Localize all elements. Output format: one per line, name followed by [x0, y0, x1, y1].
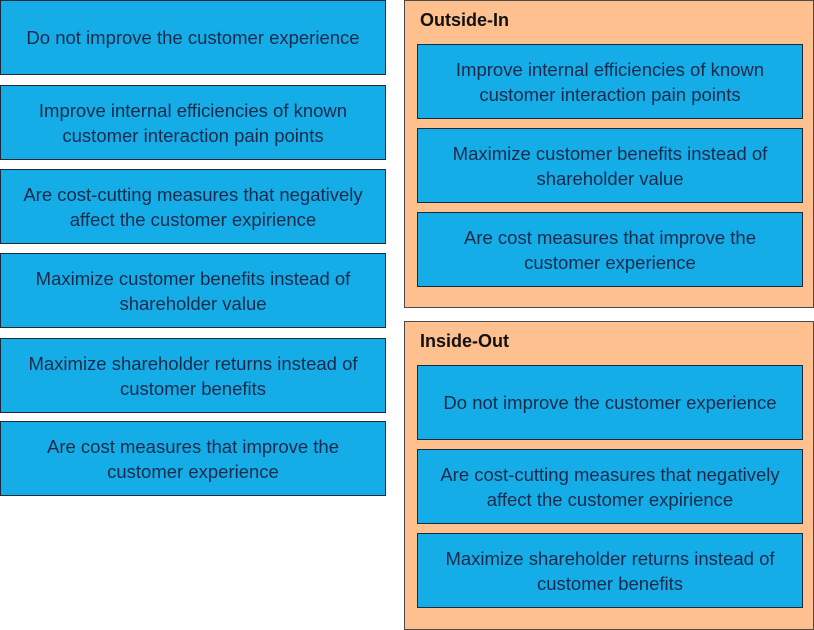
source-item[interactable]: Are cost-cutting measures that negativel…: [0, 169, 386, 244]
drop-zone-outside-in[interactable]: Outside-In Improve internal efficiencies…: [404, 0, 814, 308]
placed-item[interactable]: Are cost-cutting measures that negativel…: [417, 449, 803, 524]
drop-zone-title: Inside-Out: [420, 331, 509, 351]
placed-item[interactable]: Do not improve the customer experience: [417, 365, 803, 440]
source-item[interactable]: Maximize shareholder returns instead of …: [0, 338, 386, 413]
drop-zone-inside-out[interactable]: Inside-Out Do not improve the customer e…: [404, 321, 814, 630]
source-item[interactable]: Do not improve the customer experience: [0, 0, 386, 75]
placed-item[interactable]: Maximize customer benefits instead of sh…: [417, 128, 803, 203]
source-item[interactable]: Improve internal efficiencies of known c…: [0, 85, 386, 160]
placed-item[interactable]: Maximize shareholder returns instead of …: [417, 533, 803, 608]
source-item[interactable]: Are cost measures that improve the custo…: [0, 421, 386, 496]
source-item[interactable]: Maximize customer benefits instead of sh…: [0, 253, 386, 328]
drop-zone-title: Outside-In: [420, 10, 509, 30]
placed-item[interactable]: Improve internal efficiencies of known c…: [417, 44, 803, 119]
placed-item[interactable]: Are cost measures that improve the custo…: [417, 212, 803, 287]
